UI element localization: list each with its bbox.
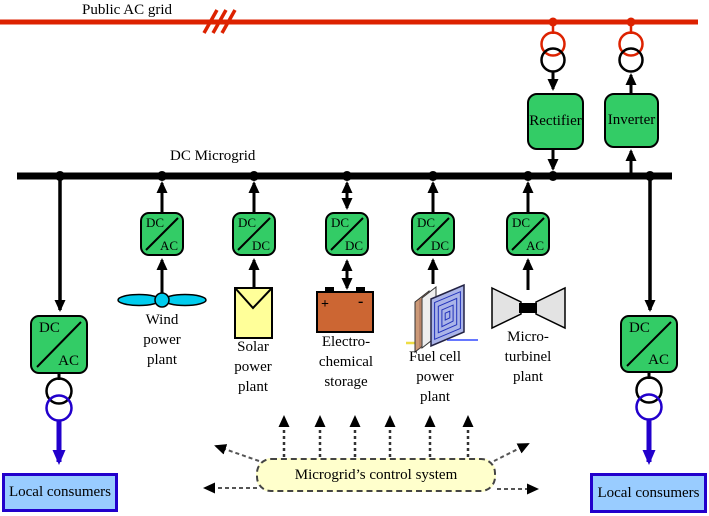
transformer-icon-right-consumer [635, 373, 663, 421]
converter-bottom-label: AC [648, 352, 669, 368]
solar-converter-box: DC DC [232, 212, 276, 256]
control-signal-arrows-up [278, 415, 474, 457]
rectifier-label: Rectifier [529, 113, 582, 129]
local-consumers-right-box: Local consumers [590, 473, 707, 513]
diagonal-line [36, 321, 82, 368]
converter-top-label: DC [238, 215, 257, 230]
wind-converter-box: DC AC [140, 212, 184, 256]
dc-microgrid-label: DC Microgrid [170, 148, 256, 164]
solar-panel-icon [234, 287, 273, 339]
left-consumer-converter-box: DC AC [30, 315, 88, 374]
battery-plus-mark: + [321, 297, 329, 312]
microturbine-icon [491, 286, 566, 330]
diagonal-line [626, 321, 672, 367]
local-consumers-left-box: Local consumers [2, 473, 118, 512]
converter-top-label: DC [512, 215, 531, 230]
control-system-label: Microgrid’s control system [294, 466, 458, 483]
solar-plant-label: Solar power plant [234, 339, 272, 395]
fuel-cell-plant-label: Fuel cell power plant [408, 349, 462, 405]
transformer-icon-left-consumer [45, 374, 73, 422]
fuel-cell-converter-box: DC DC [411, 212, 455, 256]
wind-turbine-icon [117, 292, 207, 308]
control-system-box: Microgrid’s control system [256, 458, 496, 492]
diagonal-line [416, 217, 450, 251]
converter-top-label: DC [629, 320, 650, 336]
right-consumer-converter-box: DC AC [620, 315, 678, 373]
converter-bottom-label: DC [430, 238, 449, 253]
storage-label: Electro- chemical storage [318, 334, 374, 390]
bus-junction-dots [55, 171, 655, 181]
converter-top-label: DC [417, 215, 436, 230]
diagonal-line [330, 217, 364, 251]
diagonal-line [511, 217, 545, 251]
public-ac-grid-label: Public AC grid [82, 2, 173, 18]
wind-plant-label: Wind power plant [143, 312, 181, 368]
battery-minus-mark: - [358, 293, 363, 310]
converter-bottom-label: AC [159, 238, 178, 253]
fuel-cell-icon [406, 283, 478, 354]
grid-tap-dot [626, 17, 636, 27]
local-consumers-label: Local consumers [597, 484, 700, 501]
storage-converter-box: DC DC [325, 212, 369, 256]
grid-tap-dot [548, 17, 558, 27]
converter-bottom-label: DC [344, 238, 363, 253]
diagonal-line [237, 217, 271, 251]
control-signal-arrows-side [203, 443, 539, 495]
converter-bottom-label: DC [251, 238, 270, 253]
inverter-box: Inverter [604, 93, 659, 148]
transformer-icon-rectifier [540, 25, 566, 73]
local-consumers-label: Local consumers [8, 484, 112, 500]
grid-break-icon [202, 9, 237, 34]
microturbine-plant-label: Micro- turbinel plant [504, 329, 552, 385]
microturbine-converter-box: DC AC [506, 212, 550, 256]
converter-top-label: DC [331, 215, 350, 230]
converter-top-label: DC [146, 215, 165, 230]
inverter-label: Inverter [607, 112, 656, 128]
diagonal-line [145, 217, 179, 251]
converter-bottom-label: AC [58, 353, 79, 369]
converter-top-label: DC [39, 320, 60, 336]
converter-bottom-label: AC [525, 238, 544, 253]
rectifier-box: Rectifier [527, 93, 584, 150]
transformer-icon-inverter [618, 25, 644, 73]
battery-icon: + - [316, 287, 374, 333]
